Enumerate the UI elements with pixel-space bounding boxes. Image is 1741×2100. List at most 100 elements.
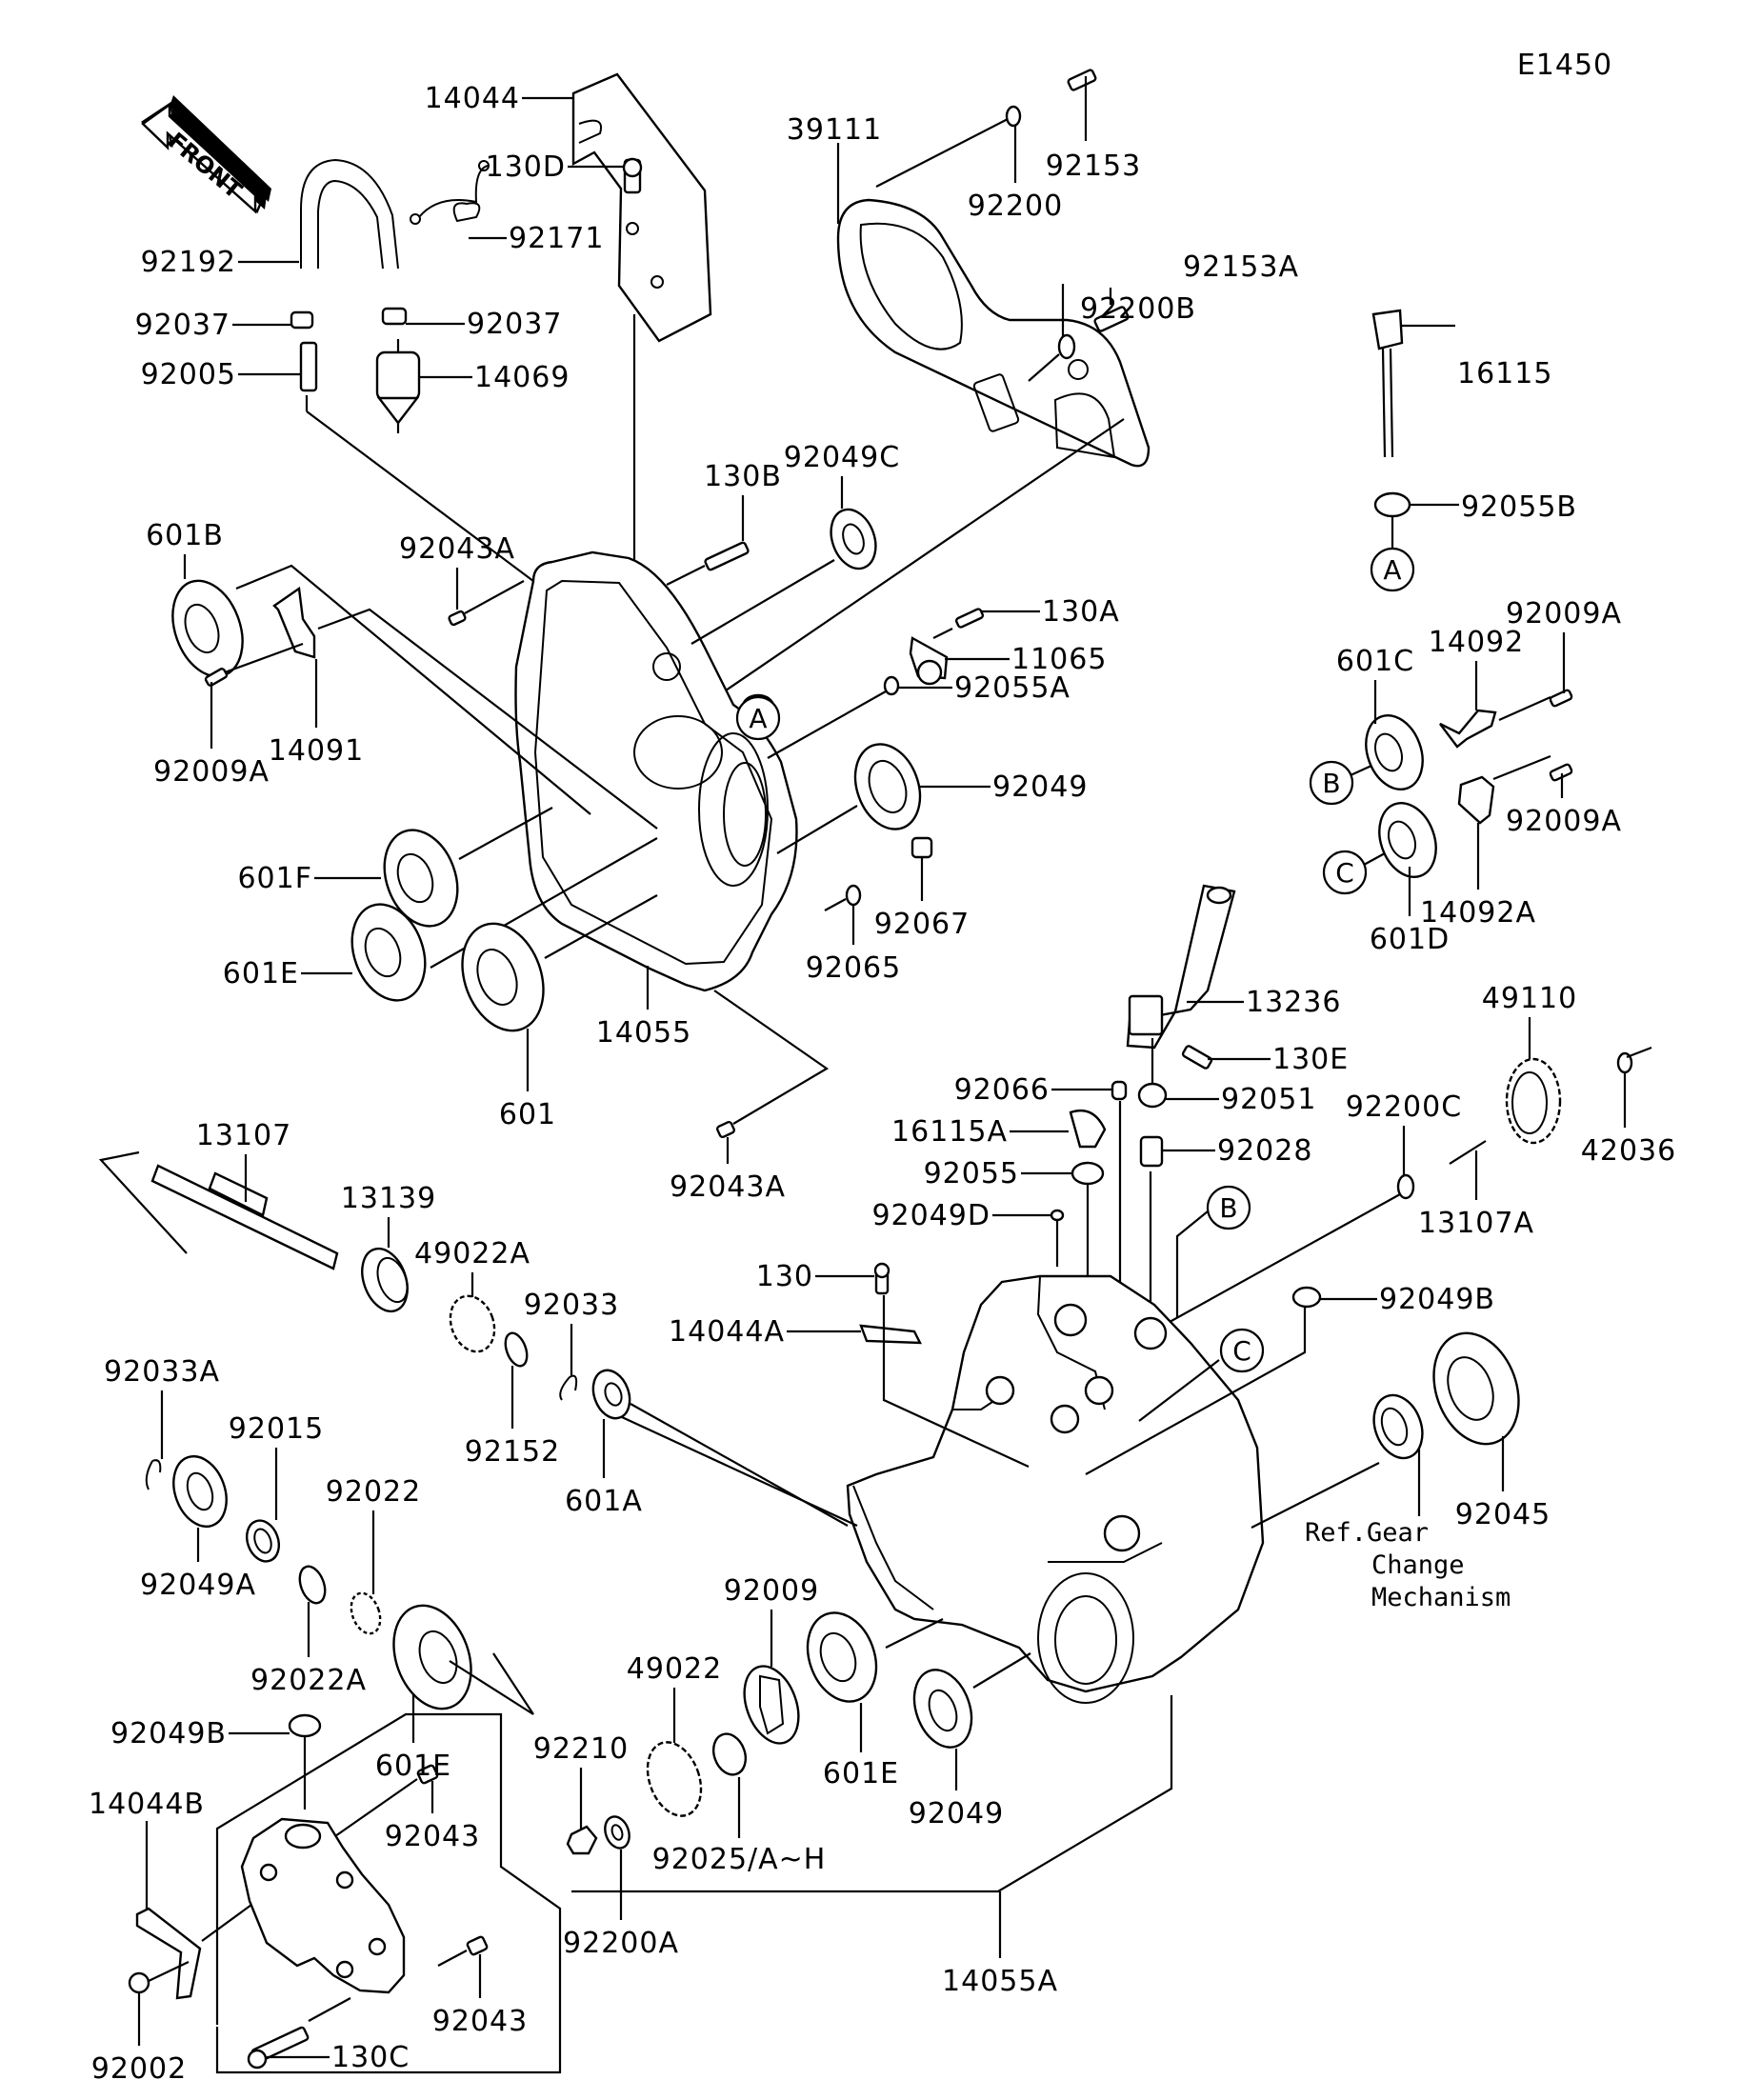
part-label-14044: 14044 <box>425 82 520 115</box>
part-label-92200: 92200 <box>968 190 1063 223</box>
front-arrow-icon: FRONT <box>140 95 271 214</box>
diagram-code: E1450 <box>1517 49 1612 82</box>
part-label-601e-mid: 601E <box>375 1750 451 1783</box>
callout-b-case: B <box>1206 1185 1251 1230</box>
part-label-42036: 42036 <box>1581 1134 1676 1168</box>
part-label-92033: 92033 <box>524 1289 619 1322</box>
part-label-49110: 49110 <box>1482 982 1577 1015</box>
part-labels: 14044 130D 92171 92192 92037 92037 92005 14069 3… <box>89 82 1676 2086</box>
ref-note-line-1: Ref.Gear <box>1305 1518 1429 1548</box>
ref-note-line-3: Mechanism <box>1371 1583 1511 1612</box>
part-label-92200b: 92200B <box>1080 292 1196 326</box>
part-label-92049d: 92049D <box>871 1199 991 1232</box>
part-label-92200a: 92200A <box>563 1927 679 1960</box>
svg-text:B: B <box>1322 768 1340 799</box>
part-label-16115: 16115 <box>1457 357 1552 390</box>
part-label-13107a: 13107A <box>1418 1207 1534 1240</box>
part-label-92049-bot: 92049 <box>909 1797 1004 1830</box>
part-label-92153: 92153 <box>1046 150 1141 183</box>
part-label-601d: 601D <box>1370 923 1450 956</box>
ref-note-line-2: Change <box>1371 1550 1465 1580</box>
part-label-92043a-top: 92043A <box>399 532 515 566</box>
part-label-14092a: 14092A <box>1420 896 1536 930</box>
part-label-130d: 130D <box>486 150 566 184</box>
svg-text:A: A <box>749 703 767 734</box>
part-label-92049c: 92049C <box>784 441 900 474</box>
callout-b-bearing: B <box>1309 760 1354 806</box>
part-label-16115a: 16115A <box>891 1115 1008 1149</box>
part-label-130a: 130A <box>1042 595 1120 629</box>
part-label-92065: 92065 <box>806 951 901 985</box>
part-label-92171: 92171 <box>509 222 604 255</box>
part-label-14091: 14091 <box>269 734 364 768</box>
part-label-92192: 92192 <box>141 246 236 279</box>
svg-text:C: C <box>1335 857 1354 889</box>
part-label-130: 130 <box>756 1260 813 1293</box>
part-label-49022a: 49022A <box>414 1237 530 1270</box>
part-label-92022a: 92022A <box>250 1664 367 1697</box>
part-label-92033a: 92033A <box>104 1355 220 1389</box>
part-label-39111: 39111 <box>787 113 882 147</box>
part-label-92152: 92152 <box>465 1435 560 1469</box>
part-label-92009a-r2: 92009A <box>1506 805 1622 838</box>
part-label-92055b: 92055B <box>1461 490 1577 524</box>
part-label-92005: 92005 <box>141 358 236 391</box>
part-label-92049b-left: 92049B <box>110 1717 227 1750</box>
callout-a-top: A <box>1370 547 1415 592</box>
part-label-92028: 92028 <box>1217 1134 1312 1168</box>
part-label-92009: 92009 <box>724 1574 819 1608</box>
part-label-13107: 13107 <box>196 1119 291 1152</box>
part-label-92037r: 92037 <box>467 308 562 341</box>
part-label-601b: 601B <box>146 519 224 552</box>
bearing-601b <box>171 579 244 678</box>
part-label-130b: 130B <box>704 460 782 493</box>
part-label-92043a-bot: 92043A <box>670 1170 786 1204</box>
gear-49110 <box>1505 1057 1562 1145</box>
callout-a-cover: A <box>735 695 781 741</box>
part-label-601e-bot: 601E <box>823 1757 899 1790</box>
part-label-14044a: 14044A <box>669 1315 785 1349</box>
reference-note: Ref.Gear Change Mechanism <box>1305 1518 1511 1612</box>
part-label-14055: 14055 <box>596 1016 691 1050</box>
part-label-92009a-left: 92009A <box>153 755 270 789</box>
part-label-92009a-r1: 92009A <box>1506 597 1622 630</box>
part-label-92049a: 92049A <box>140 1569 256 1602</box>
part-label-13139: 13139 <box>341 1182 436 1215</box>
part-label-92002: 92002 <box>91 2052 187 2086</box>
part-label-92043-bot: 92043 <box>432 2005 528 2038</box>
part-label-14055a: 14055A <box>942 1965 1058 1998</box>
part-label-601a: 601A <box>565 1485 643 1518</box>
part-label-92153a: 92153A <box>1183 250 1299 284</box>
part-label-92025: 92025/A~H <box>652 1843 827 1876</box>
part-label-14069: 14069 <box>474 361 570 394</box>
part-label-92051: 92051 <box>1221 1083 1316 1116</box>
callout-c-bearing: C <box>1322 850 1368 895</box>
svg-text:B: B <box>1219 1192 1237 1224</box>
part-label-14092: 14092 <box>1429 626 1524 659</box>
part-label-92200c: 92200C <box>1346 1090 1462 1124</box>
part-label-92066: 92066 <box>954 1073 1050 1107</box>
svg-text:A: A <box>1383 554 1401 586</box>
part-label-14044b: 14044B <box>89 1788 205 1821</box>
part-label-92043-top: 92043 <box>385 1820 480 1853</box>
part-label-92067: 92067 <box>874 908 970 941</box>
part-label-601: 601 <box>499 1098 556 1131</box>
svg-text:C: C <box>1232 1335 1251 1367</box>
part-label-92022: 92022 <box>326 1475 421 1509</box>
callout-c-case: C <box>1219 1328 1265 1373</box>
part-label-49022: 49022 <box>627 1652 722 1686</box>
part-label-92055a: 92055A <box>954 671 1071 705</box>
part-label-601f: 601F <box>237 862 312 895</box>
part-label-13236: 13236 <box>1246 986 1341 1019</box>
part-label-92049-top: 92049 <box>992 770 1088 804</box>
part-label-92045: 92045 <box>1455 1498 1551 1531</box>
part-label-130e: 130E <box>1272 1043 1349 1076</box>
part-label-92037l: 92037 <box>135 309 230 342</box>
part-label-92015: 92015 <box>229 1412 324 1446</box>
part-label-11065: 11065 <box>1011 643 1107 676</box>
part-label-601c: 601C <box>1336 645 1414 678</box>
part-label-92055: 92055 <box>924 1157 1019 1190</box>
part-label-130c: 130C <box>331 2041 410 2074</box>
part-label-92049b-right: 92049B <box>1379 1283 1495 1316</box>
